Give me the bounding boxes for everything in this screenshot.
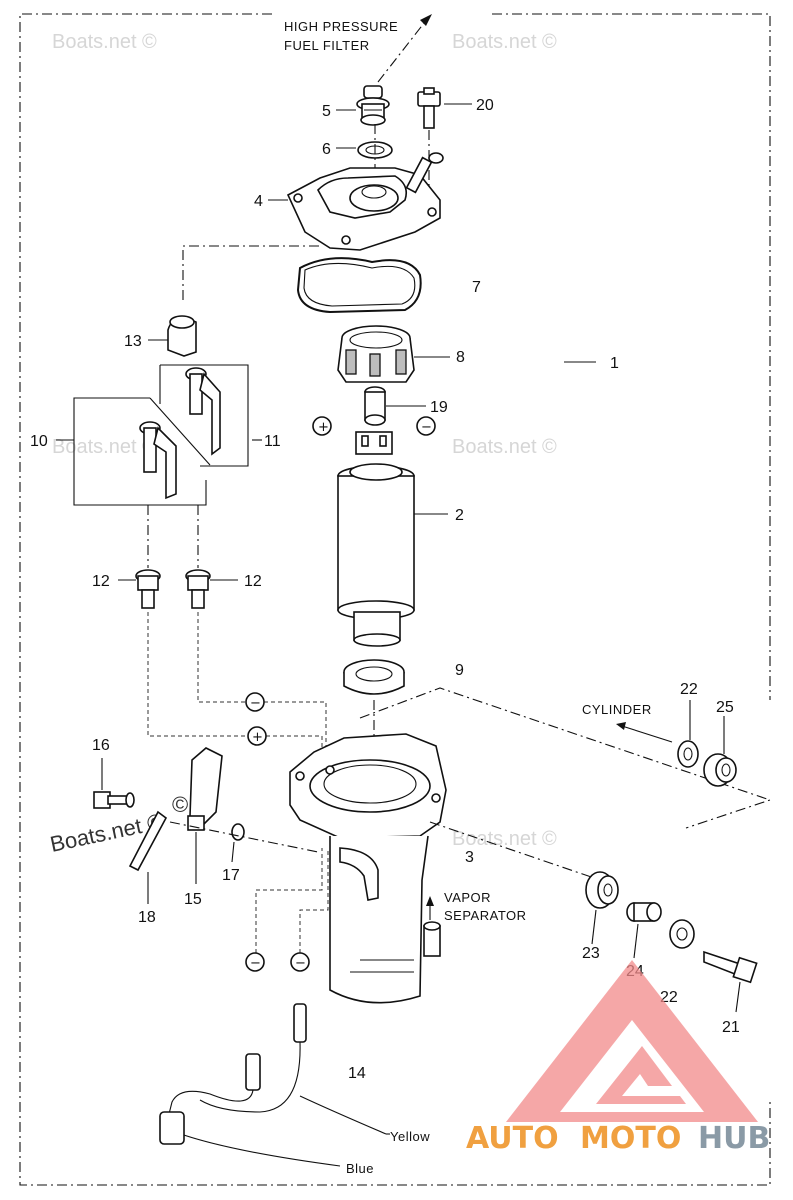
part-15-bracket	[187, 747, 223, 831]
assembly-boundary	[19, 13, 771, 1186]
watermark: Boats.net ©	[452, 31, 557, 53]
svg-text:+: +	[252, 730, 263, 745]
bracket-10	[73, 397, 207, 506]
part-18-strap	[128, 810, 168, 872]
part-label: 11	[264, 433, 281, 450]
plus-marker	[312, 416, 332, 436]
part-label: 6	[322, 141, 331, 158]
svg-text:−: −	[250, 696, 261, 711]
part-23-grommet	[585, 871, 619, 909]
part-label: 19	[430, 399, 448, 416]
caption-vapor: VAPOR	[444, 890, 491, 905]
part-16-bolt	[93, 791, 135, 809]
part-11-terminal	[185, 367, 221, 456]
bracket-11	[160, 364, 249, 467]
automotohub-logo: AUTO MOTO HUB	[466, 960, 770, 1156]
part-14-wire-harness	[159, 848, 387, 1167]
part-label: 16	[92, 737, 110, 754]
watermark: Boats.net ©	[52, 31, 157, 53]
part-label: 4	[254, 193, 263, 210]
minus-marker	[245, 692, 265, 712]
part-4-cover	[286, 152, 444, 251]
part-label: 2	[455, 507, 464, 524]
part-7-gasket	[296, 257, 422, 314]
part-label: 5	[322, 103, 331, 120]
part-label: 14	[348, 1065, 366, 1082]
minus-marker	[416, 416, 436, 436]
part-19-cap	[364, 386, 386, 426]
part-label: 20	[476, 97, 494, 114]
part-22-washer-upper	[677, 740, 699, 768]
svg-text:HUB: HUB	[698, 1121, 770, 1156]
part-label: 8	[456, 349, 465, 366]
minus-marker: −	[295, 956, 306, 971]
part-12-nut-left	[135, 569, 161, 609]
part-label: 25	[716, 699, 734, 716]
watermark: Boats.net ©	[452, 436, 557, 458]
watermark: Boats.net ©	[452, 828, 557, 850]
part-label: 21	[722, 1019, 740, 1036]
part-label: 1	[610, 355, 619, 372]
part-label: 13	[124, 333, 142, 350]
part-label: 22	[660, 989, 678, 1006]
part-24-collar	[626, 902, 662, 922]
part-label: 7	[472, 279, 481, 296]
wire-label-blue: Blue	[346, 1161, 374, 1176]
part-label: 12	[92, 573, 110, 590]
part-label: 12	[244, 573, 262, 590]
part-label: 17	[222, 867, 240, 884]
caption-cylinder: CYLINDER	[582, 702, 652, 717]
svg-text:+: +	[318, 420, 329, 435]
plus-marker	[247, 726, 267, 746]
caption-high-pressure: HIGH PRESSURE	[284, 19, 398, 34]
svg-text:AUTO: AUTO	[466, 1121, 559, 1156]
part-8-ring-nut	[337, 325, 415, 383]
part-20-bolt	[417, 87, 441, 129]
caption-fuel-filter: FUEL FILTER	[284, 38, 370, 53]
part-label: 18	[138, 909, 156, 926]
part-10-terminal	[139, 421, 177, 500]
part-21-bolt	[703, 950, 758, 984]
part-22-washer-lower	[669, 919, 695, 949]
part-label: 10	[30, 433, 48, 450]
part-12-nut-right	[185, 569, 211, 609]
part-9-seal	[343, 659, 405, 695]
part-25-grommet	[703, 753, 737, 787]
part-2-fuel-pump	[337, 431, 415, 647]
svg-text:MOTO: MOTO	[580, 1121, 681, 1156]
part-label: 3	[465, 849, 474, 866]
caption-separator: SEPARATOR	[444, 908, 527, 923]
part-17-washer	[231, 823, 245, 841]
minus-marker: −	[250, 956, 261, 971]
svg-text:−: −	[421, 420, 432, 435]
watermark: Boats.net ©	[52, 436, 157, 458]
part-13-connector	[167, 315, 197, 357]
copyright-mark: ©	[172, 792, 188, 817]
wire-label-yellow: Yellow	[390, 1129, 430, 1144]
part-label: 22	[680, 681, 698, 698]
part-label: 15	[184, 891, 202, 908]
part-label: 23	[582, 945, 600, 962]
part-label: 9	[455, 662, 464, 679]
part-5-fitting	[356, 85, 390, 126]
part-3-vapor-separator	[289, 733, 447, 1004]
